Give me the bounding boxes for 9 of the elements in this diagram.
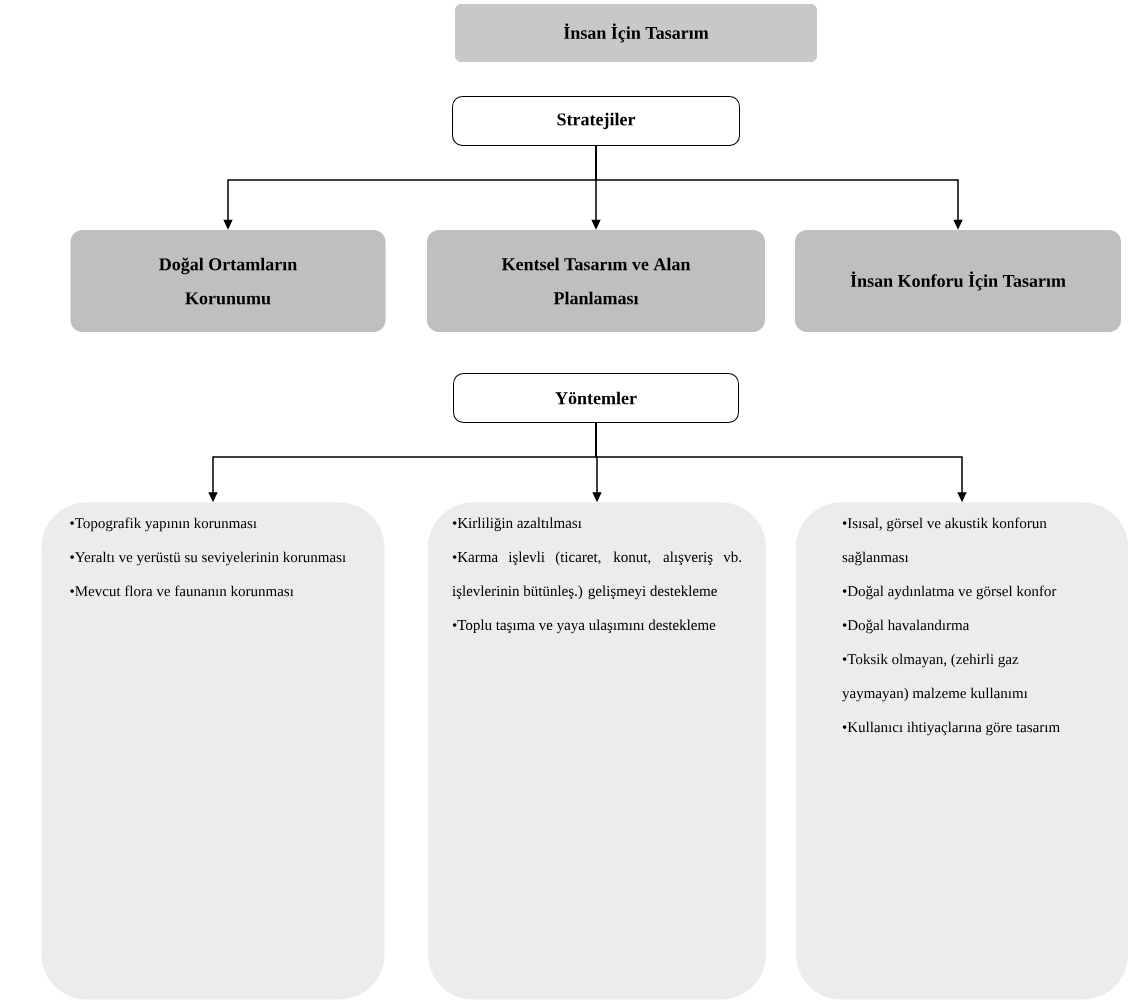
method-list-box: •Topografik yapının korunması •Yeraltı ve yerüstü su seviyelerinin korunması •Mevcut flora ve faunanın korunması: [41, 502, 385, 1000]
strategy-box: Kentsel Tasarım ve Alan Planlaması: [427, 230, 765, 332]
strategy-box: Doğal Ortamların Korunumu: [70, 230, 386, 332]
title-box: İnsan İçin Tasarım: [455, 4, 817, 62]
method-list-box: •Isısal, görsel ve akustik konforun sağlanması •Doğal aydınlatma ve görsel konfor •Doğal havalandırma •Toksik olmayan, (zehirli gaz yaymayan) malzeme kullanımı •Kullanıcı ihtiyaçlarına göre tasarım: [796, 502, 1128, 1000]
category-box: Yöntemler: [453, 373, 739, 423]
method-list-box: •Kirliliğin azaltılması •Karma işlevli (ticaret, konut, alışveriş vb. işlevlerinin bütünleş.) gelişmeyi destekleme •Toplu taşıma ve yaya ulaşımını destekleme: [428, 502, 766, 1000]
category-box: Stratejiler: [452, 96, 740, 146]
strategy-box: İnsan Konforu İçin Tasarım: [795, 230, 1121, 332]
